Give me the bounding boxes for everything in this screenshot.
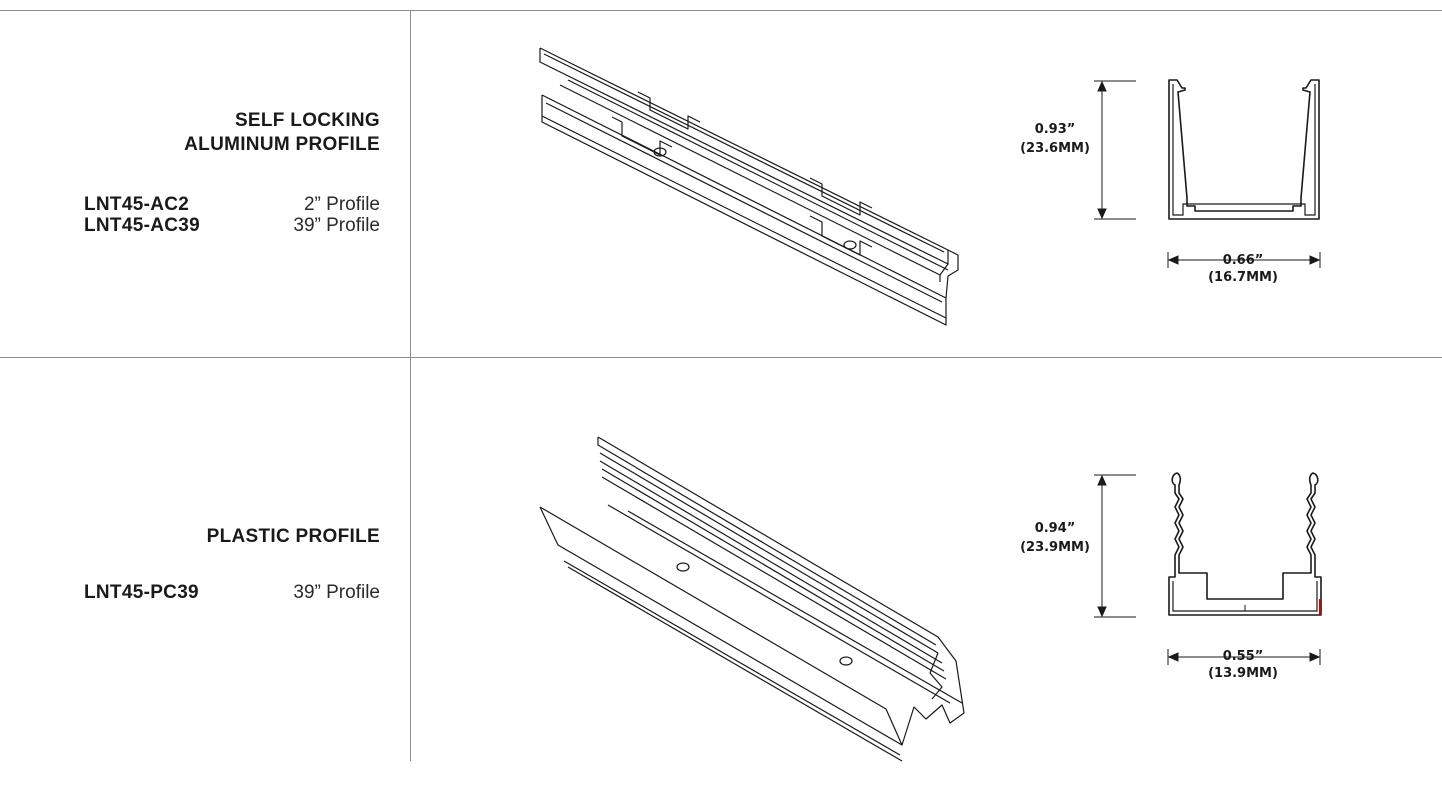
plastic-height-dimension [1094, 474, 1136, 618]
part-row: LNT45-PC39 39” Profile [84, 582, 380, 604]
top-divider [0, 10, 1442, 11]
plastic-height-inch-label: 0.94” [1034, 521, 1076, 536]
plastic-width-mm-label: (13.9MM) [1208, 666, 1278, 681]
part-description: 39” Profile [293, 582, 380, 603]
plastic-width-dimension [1167, 649, 1321, 665]
part-description: 2” Profile [303, 194, 380, 215]
plastic-width-inch-label: 0.55” [1222, 649, 1264, 664]
middle-divider [0, 357, 1442, 358]
aluminum-section-title: SELF LOCKING ALUMINUM PROFILE [184, 109, 380, 157]
column-divider [410, 10, 411, 761]
part-row: LNT45-AC39 39” Profile [84, 215, 380, 237]
part-code: LNT45-AC39 [84, 215, 200, 236]
aluminum-width-dimension [1167, 252, 1321, 268]
plastic-profile-isometric-drawing [539, 436, 965, 762]
plastic-profile-section: PLASTIC PROFILE LNT45-PC39 39” Profile [0, 357, 1442, 789]
plastic-label-column: PLASTIC PROFILE [0, 357, 380, 789]
plastic-cross-section-drawing [1168, 472, 1322, 616]
aluminum-label-column: SELF LOCKING ALUMINUM PROFILE [0, 0, 380, 357]
plastic-height-mm-label: (23.9MM) [1020, 540, 1090, 555]
part-code: LNT45-PC39 [84, 582, 199, 603]
part-description: 39” Profile [293, 215, 380, 236]
part-code: LNT45-AC2 [84, 194, 190, 215]
aluminum-title-line-1: SELF LOCKING [234, 110, 380, 131]
aluminum-width-mm-label: (16.7MM) [1208, 270, 1278, 285]
plastic-title-line-1: PLASTIC PROFILE [206, 526, 380, 547]
plastic-section-title: PLASTIC PROFILE [207, 525, 380, 549]
aluminum-height-inch-label: 0.93” [1034, 122, 1076, 137]
aluminum-profile-isometric-drawing [539, 47, 959, 326]
aluminum-height-mm-label: (23.6MM) [1020, 141, 1090, 156]
aluminum-title-line-2: ALUMINUM PROFILE [184, 134, 380, 155]
part-row: LNT45-AC2 2” Profile [84, 194, 380, 216]
aluminum-cross-section-drawing [1168, 79, 1320, 220]
aluminum-width-inch-label: 0.66” [1222, 253, 1264, 268]
aluminum-height-dimension [1094, 80, 1136, 220]
aluminum-profile-section: SELF LOCKING ALUMINUM PROFILE LNT45-AC2 … [0, 0, 1442, 357]
